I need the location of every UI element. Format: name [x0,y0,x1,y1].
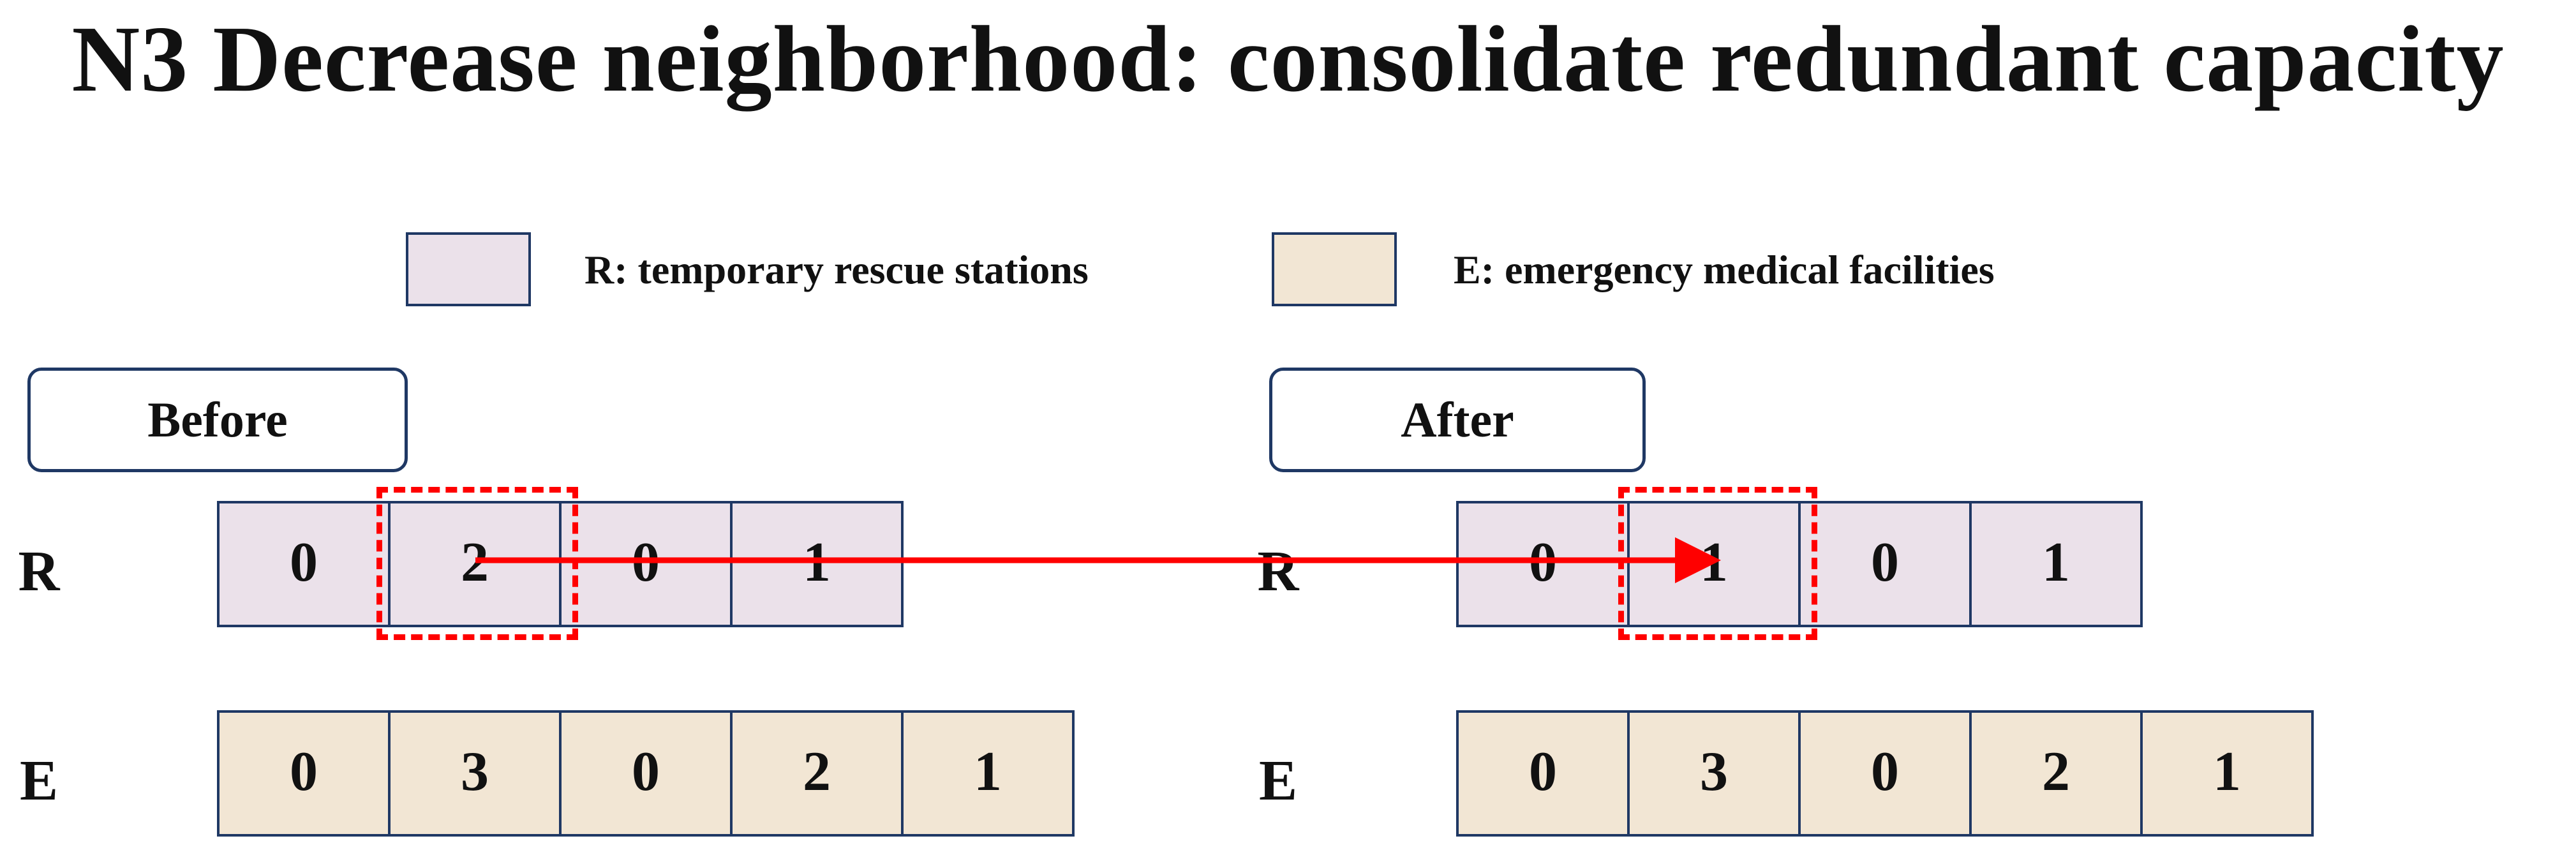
legend-label-e: E: emergency medical facilities [1454,247,1995,292]
after-r-row-label: R [1257,540,1299,603]
after-e-cell: 0 [1798,710,1972,837]
diagram-title: N3 Decrease neighborhood: consolidate re… [71,7,2505,112]
after-e-cell: 0 [1456,710,1630,837]
after-e-cell: 1 [2140,710,2314,837]
legend-swatch-e [1272,232,1397,306]
before-r-cell: 1 [730,501,904,627]
after-r-cell: 0 [1456,501,1630,627]
before-e-cell: 2 [730,710,904,837]
before-e-cell: 0 [559,710,733,837]
before-e-row-label: E [19,749,59,812]
after-e-row: 0 3 0 2 1 [1456,710,2314,837]
after-r-row: 0 1 0 1 [1456,501,2143,627]
before-r-row-label: R [18,540,60,603]
before-label-box: Before [27,368,408,472]
before-r-row: 0 2 0 1 [217,501,904,627]
before-e-row: 0 3 0 2 1 [217,710,1075,837]
before-r-cell: 2 [388,501,562,627]
before-e-cell: 0 [217,710,391,837]
before-e-cell: 1 [901,710,1075,837]
after-r-cell: 1 [1969,501,2143,627]
after-e-cell: 3 [1627,710,1801,837]
before-e-cell: 3 [388,710,562,837]
after-e-row-label: E [1258,749,1298,812]
before-r-cell: 0 [217,501,391,627]
after-r-cell: 0 [1798,501,1972,627]
after-highlight-box [1618,487,1817,640]
after-label-box: After [1269,368,1646,472]
legend-label-r: R: temporary rescue stations [584,247,1089,292]
legend-swatch-r [406,232,531,306]
before-highlight-box [376,487,578,640]
after-e-cell: 2 [1969,710,2143,837]
